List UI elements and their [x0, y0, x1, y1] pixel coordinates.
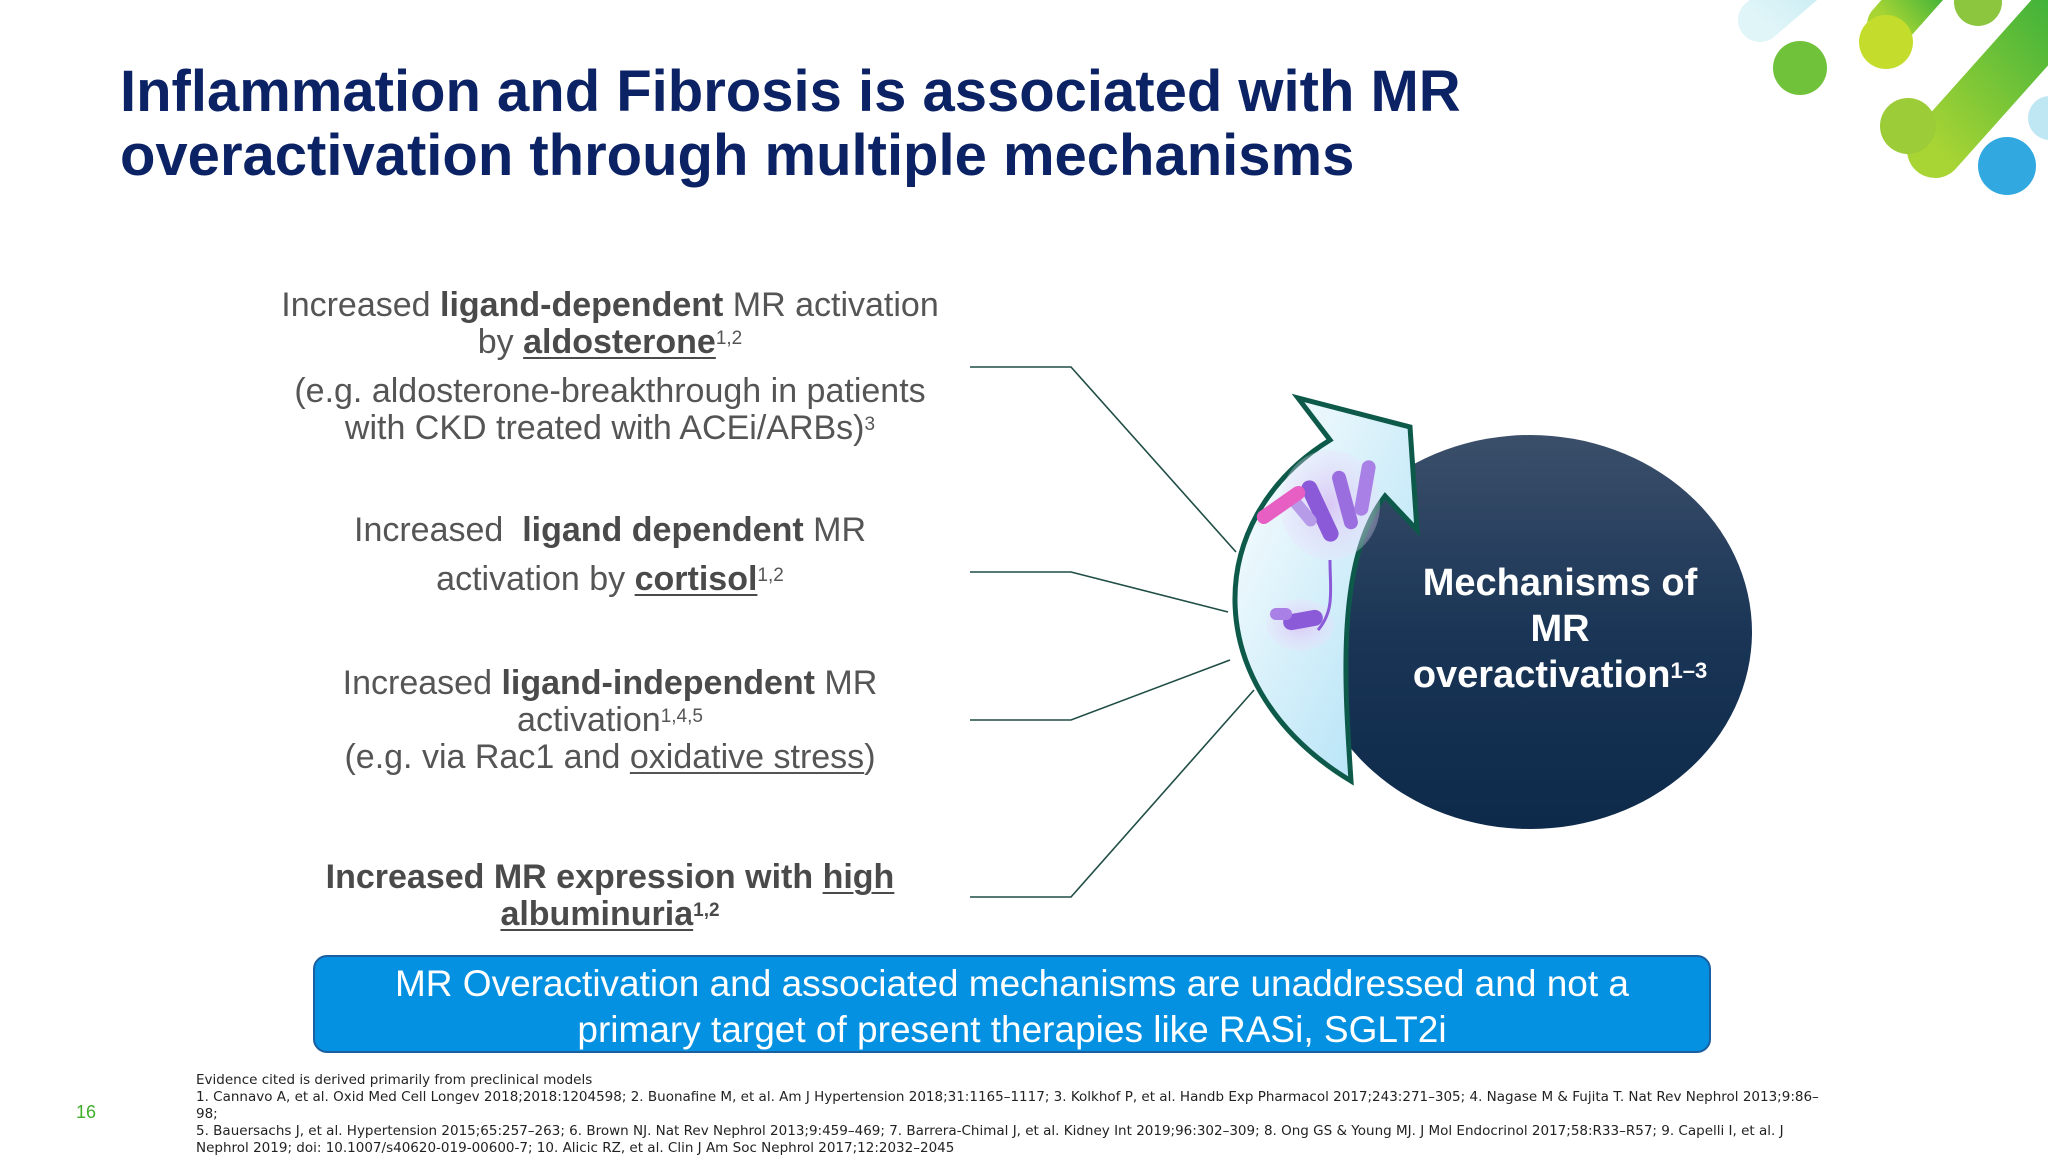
callout-line-2: primary target of present therapies like… — [577, 1009, 1447, 1050]
mechanism-cortisol: Increased ligand dependent MR activation… — [250, 512, 970, 598]
footnotes: Evidence cited is derived primarily from… — [196, 1072, 1836, 1156]
circle-label-line-3: overactivation1–3 — [1412, 654, 1708, 696]
title-line-2: overactivation through multiple mechanis… — [120, 123, 1355, 188]
mechanism-2-line-1: Increased ligand dependent MR — [354, 511, 866, 549]
reference-line-3: 5. Bauersachs J, et al. Hypertension 201… — [196, 1123, 1784, 1139]
mechanism-3-line-1: Increased ligand-independent MR — [342, 664, 878, 702]
green-dot-top — [1954, 0, 2002, 26]
connector-line-4 — [970, 689, 1255, 898]
reference-line-4: Nephrol 2019; doi: 10.1007/s40620-019-00… — [196, 1140, 955, 1156]
olive-dot — [1880, 98, 1936, 154]
circle-label-line-2: MR — [1530, 608, 1590, 650]
connector-line-3 — [970, 659, 1231, 721]
key-message-callout: MR Overactivation and associated mechani… — [313, 955, 1711, 1053]
mechanism-1-line-1: Increased ligand-dependent MR activation — [281, 286, 939, 324]
circle-label: Mechanisms of MR overactivation1–3 — [1370, 560, 1750, 698]
pale-pill-shape — [1738, 0, 1818, 42]
reference-line-2: 98; — [196, 1106, 218, 1122]
blue-dot — [1978, 137, 2036, 195]
connector-line-2 — [970, 571, 1229, 613]
ligand-molecule — [1256, 485, 1306, 525]
mechanism-aldosterone: Increased ligand-dependent MR activation… — [250, 287, 970, 447]
lime-dot — [1859, 15, 1913, 69]
pale-blue-dot — [2028, 96, 2048, 140]
protein-blob-upper — [1280, 450, 1380, 560]
slide-title: Inflammation and Fibrosis is associated … — [120, 60, 1570, 188]
high-albuminuria-link-1[interactable]: high — [822, 858, 895, 896]
reference-line-1: 1. Cannavo A, et al. Oxid Med Cell Longe… — [196, 1089, 1819, 1105]
green-dot — [1773, 41, 1827, 95]
mechanism-3-line-2: activation1,4,5 — [517, 701, 703, 739]
mr-protein-structure — [1256, 450, 1380, 651]
aldosterone-link[interactable]: aldosterone — [523, 323, 716, 361]
mechanism-ligand-independent: Increased ligand-independent MR activati… — [250, 665, 970, 776]
evidence-note: Evidence cited is derived primarily from… — [196, 1072, 593, 1088]
page-number: 16 — [76, 1102, 97, 1122]
mechanism-2-line-2: activation by cortisol1,2 — [436, 560, 784, 598]
mechanism-1-example: (e.g. aldosterone-breakthrough in patien… — [294, 372, 926, 447]
connector-line-1 — [970, 366, 1237, 553]
oxidative-stress-link[interactable]: oxidative stress — [629, 738, 865, 776]
mechanism-3-example: (e.g. via Rac1 and oxidative stress) — [344, 738, 876, 776]
title-line-1: Inflammation and Fibrosis is associated … — [120, 59, 1461, 124]
green-pill-shape-large — [1907, 0, 2048, 178]
high-albuminuria-link-2[interactable]: albuminuria — [500, 895, 694, 933]
callout-line-1: MR Overactivation and associated mechani… — [394, 963, 1629, 1004]
cortisol-link[interactable]: cortisol — [634, 560, 758, 598]
circle-label-line-1: Mechanisms of — [1422, 562, 1698, 604]
mechanism-1-line-2: by aldosterone1,2 — [477, 323, 743, 361]
